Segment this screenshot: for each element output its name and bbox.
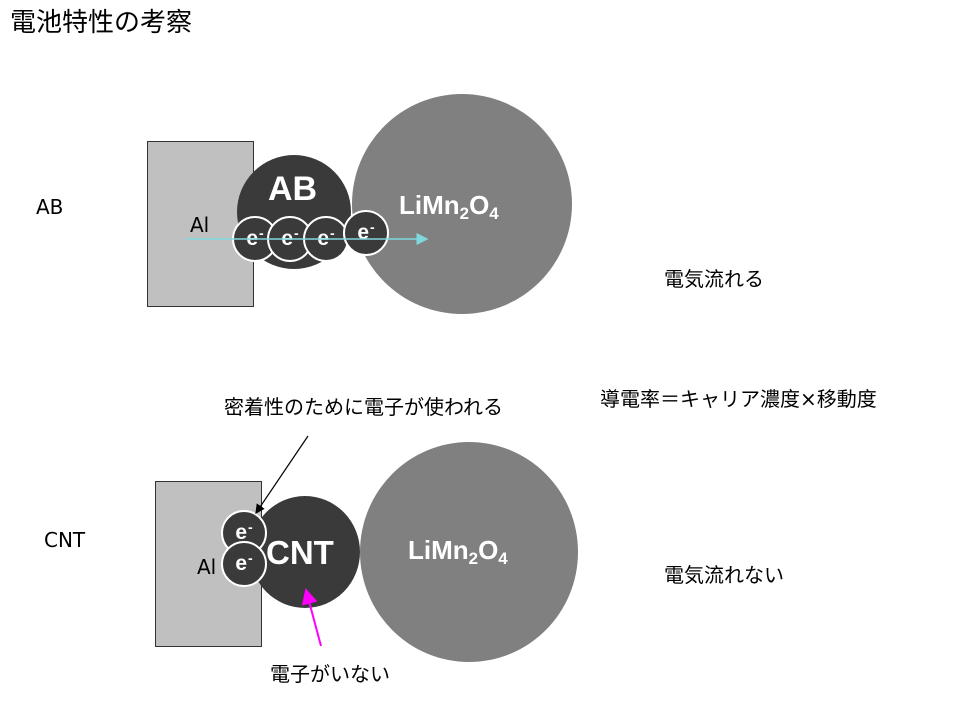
conductivity-formula: 導電率＝キャリア濃度×移動度 <box>600 387 877 411</box>
cnt-particle-label: CNT <box>266 534 334 571</box>
ab-limn2o4-particle <box>352 94 572 314</box>
cnt-electron-2: e- <box>221 541 267 587</box>
adhesion-note: 密着性のために電子が使われる <box>224 395 503 419</box>
ab-electron-4: e- <box>343 210 389 256</box>
cnt-limn2o4-label: LiMn2O4 <box>408 535 508 568</box>
ab-result-text: 電気流れる <box>664 267 764 291</box>
cnt-al-label: Al <box>197 555 217 579</box>
ab-particle-label: AB <box>268 170 318 208</box>
ab-electron-3: e- <box>303 216 349 262</box>
ab-row-label: AB <box>36 195 64 219</box>
no-electron-note: 電子がいない <box>270 662 390 686</box>
cnt-result-text: 電気流れない <box>664 563 784 587</box>
cnt-limn2o4-particle <box>360 442 578 662</box>
ab-limn2o4-label: LiMn2O4 <box>399 190 499 223</box>
slide-title: 電池特性の考察 <box>10 8 193 38</box>
ab-al-label: Al <box>190 213 210 237</box>
cnt-row-label: CNT <box>44 528 86 552</box>
